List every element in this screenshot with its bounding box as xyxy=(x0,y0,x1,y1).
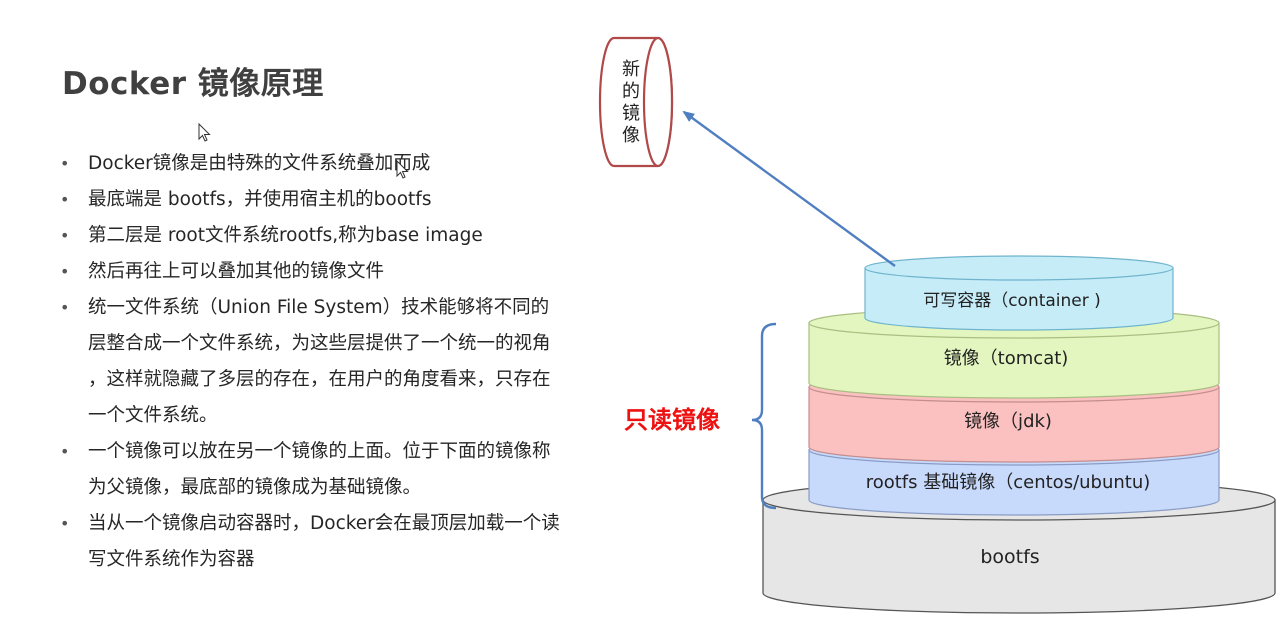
bullet-dot-icon: • xyxy=(60,226,70,245)
bullet-item: • 第二层是 root文件系统rootfs,称为base image xyxy=(60,218,620,254)
mouse-pointer-icon xyxy=(198,123,211,142)
bullet-text: 当从一个镜像启动容器时，Docker会在最顶层加载一个读 xyxy=(88,513,560,534)
new-image-char: 镜 xyxy=(622,103,640,124)
bullet-item: • 当从一个镜像启动容器时，Docker会在最顶层加载一个读写文件系统作为容器 xyxy=(60,506,620,578)
new-image-char: 的 xyxy=(622,81,640,102)
bullet-text: 最底端是 bootfs，并使用宿主机的bootfs xyxy=(88,189,432,210)
bullet-text: ，这样就隐藏了多层的存在，在用户的角度看来，只存在 xyxy=(88,369,551,390)
bullet-item: • 然后再往上可以叠加其他的镜像文件 xyxy=(60,254,620,290)
new-image-char: 新 xyxy=(622,59,640,80)
bullet-text: 为父镜像，最底部的镜像成为基础镜像。 xyxy=(88,477,422,498)
slide-title: Docker 镜像原理 xyxy=(62,66,324,102)
tomcat-label: 镜像（tomcat) xyxy=(944,348,1069,369)
bullet-text: 统一文件系统（Union File System）技术能够将不同的 xyxy=(88,297,550,318)
bullet-dot-icon: • xyxy=(60,298,70,317)
new-image-char: 像 xyxy=(622,125,640,146)
bullet-dot-icon: • xyxy=(60,154,70,173)
commit-arrow xyxy=(682,110,896,267)
rootfs-label: rootfs 基础镜像（centos/ubuntu) xyxy=(866,472,1151,493)
bullet-dot-icon: • xyxy=(60,190,70,209)
bullet-text: 一个镜像可以放在另一个镜像的上面。位于下面的镜像称 xyxy=(88,441,551,462)
bullet-text: 层整合成一个文件系统，为这些层提供了一个统一的视角 xyxy=(88,333,551,354)
bullet-item: • 一个镜像可以放在另一个镜像的上面。位于下面的镜像称为父镜像，最底部的镜像成为基… xyxy=(60,434,620,506)
bullet-list: • Docker镜像是由特殊的文件系统叠加而成 • 最底端是 bootfs，并使用宿主… xyxy=(60,146,620,578)
jdk-label: 镜像（jdk) xyxy=(964,411,1052,432)
bullet-item: • 统一文件系统（Union File System）技术能够将不同的层整合成一个… xyxy=(60,290,620,434)
bullet-text: 写文件系统作为容器 xyxy=(88,549,255,570)
bullet-text: 第二层是 root文件系统rootfs,称为base image xyxy=(88,225,483,246)
bullet-item: • Docker镜像是由特殊的文件系统叠加而成 xyxy=(60,146,620,182)
container-layer: 可写容器（container ) xyxy=(864,255,1174,331)
readonly-label: 只读镜像 xyxy=(624,406,721,434)
new-image-cylinder: 新 的 镜 像 xyxy=(598,36,674,168)
bullet-item: • 最底端是 bootfs，并使用宿主机的bootfs xyxy=(60,182,620,218)
bootfs-label: bootfs xyxy=(980,546,1039,568)
bullet-dot-icon: • xyxy=(60,262,70,281)
readonly-brace xyxy=(751,322,777,510)
text-cursor-icon xyxy=(396,160,409,179)
bullet-text: 一个文件系统。 xyxy=(88,405,218,426)
bullet-dot-icon: • xyxy=(60,514,70,533)
bullet-text: 然后再往上可以叠加其他的镜像文件 xyxy=(88,261,385,282)
bullet-text: Docker镜像是由特殊的文件系统叠加而成 xyxy=(88,153,431,174)
container-label: 可写容器（container ) xyxy=(923,291,1101,311)
bullet-dot-icon: • xyxy=(60,442,70,461)
